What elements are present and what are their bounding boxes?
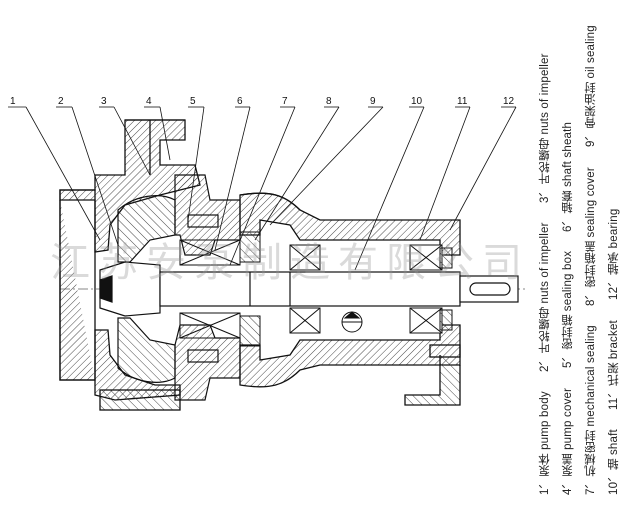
legend-column-2: 4、泵盖 pump cover 5、密封箱 sealing box 6、轴套 s… [560,40,576,495]
callout-12: 12 [503,96,515,107]
callout-5: 5 [190,96,196,107]
mechanical-seal [179,231,261,347]
legend-item-9: 9、骨架油封 oil sealing [585,25,597,148]
legend-item-12: 12、轴承 bearing [608,208,620,301]
pump-cover [174,174,241,401]
legend-item-6: 6、轴套 shaft sheath [562,121,574,232]
callout-1: 1 [10,96,16,107]
legend-item-10: 10、轴 shaft [608,429,620,495]
callout-11: 11 [457,96,468,107]
callout-numbers: 1 2 3 4 5 6 7 8 9 10 11 12 [10,96,515,107]
impeller [99,195,176,383]
bracket [239,192,461,406]
legend-item-2: 2、叶轮螺母 nuts of impeller [539,222,551,372]
legend-column-1: 1、泵体 pump body 2、叶轮螺母 nuts of impeller 3… [537,40,553,495]
legend-item-4: 4、泵盖 pump cover [562,387,574,495]
callout-7: 7 [282,96,288,107]
callout-8: 8 [326,96,332,107]
shaft [159,271,519,307]
legend-item-1: 1、泵体 pump body [539,391,551,495]
callout-4: 4 [146,96,152,107]
oil-sight [341,311,363,333]
bearings [289,244,453,334]
callout-10: 10 [411,96,423,107]
legend-item-11: 11、托架 bracket [608,319,620,410]
legend-item-8: 8、密封箱盖 sealing cover [585,166,597,306]
callout-2: 2 [58,96,64,107]
legend-item-7: 7、机械密封 mechanical sealing [585,325,597,495]
callout-9: 9 [370,96,376,107]
legend-column-3: 7、机械密封 mechanical sealing 8、密封箱盖 sealing… [583,26,599,495]
callout-3: 3 [101,96,107,107]
pump-body [59,119,201,411]
legend-item-5: 5、密封箱 sealing box [562,251,574,369]
callout-6: 6 [237,96,243,107]
legend-item-3: 3、叶轮螺母 nuts of impeller [539,53,551,203]
legend-column-4: 10、轴 shaft 11、托架 bracket 12、轴承 bearing [606,40,622,495]
